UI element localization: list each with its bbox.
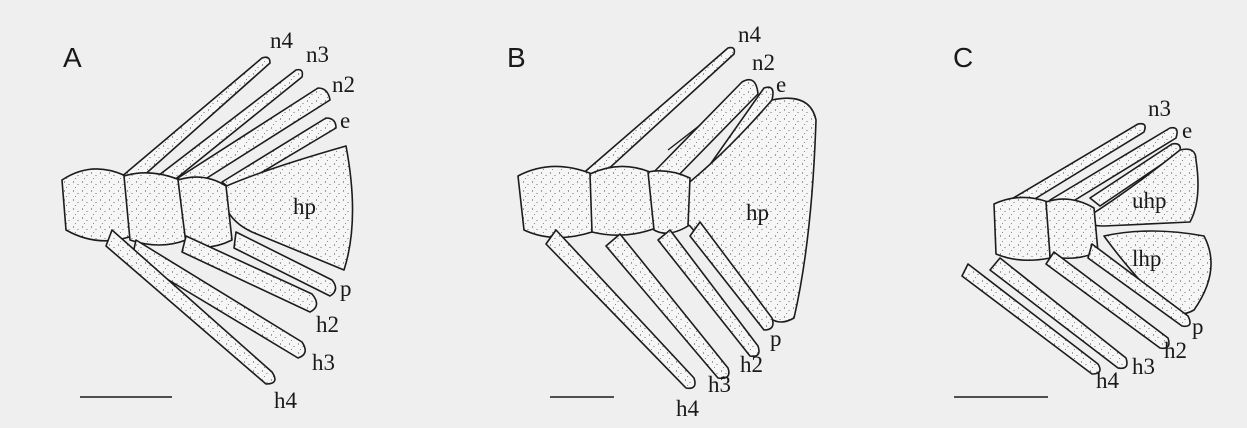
panel-a-label-h4: h4 [274,388,298,413]
panel-a-label-h3: h3 [312,350,335,375]
panel-b-label-hp: hp [746,200,769,225]
panel-c-label-h2: h2 [1164,338,1187,363]
panel-b-label-n2: n2 [752,50,775,75]
panel-c-label-lhp: lhp [1132,246,1161,271]
panel-b-label-n4: n4 [738,22,762,47]
panel-b-vertebra-1 [648,171,690,233]
panel-c-urostyle-block [994,197,1050,260]
panel-b-letter: B [507,42,526,73]
panel-a-urostyle-block [62,169,132,241]
panel-c-label-p: p [1192,314,1204,339]
panel-a: A n4 n3 n2 e hp p h2 h3 h4 [62,28,355,413]
panel-c: C n3 e uhp lhp p h2 h3 h4 [953,42,1211,397]
panel-b-label-h3: h3 [708,372,731,397]
panel-b-label-p: p [770,326,782,351]
panel-c-label-n3: n3 [1148,96,1171,121]
panel-b-label-e: e [776,72,786,97]
panel-c-label-e: e [1182,118,1192,143]
panel-c-label-h4: h4 [1096,368,1120,393]
panel-a-label-hp: hp [293,194,316,219]
panel-a-label-n2: n2 [332,72,355,97]
panel-a-vertebra-2 [124,173,186,245]
panel-a-label-e: e [340,108,350,133]
panel-c-label-h3: h3 [1132,354,1155,379]
panel-a-letter: A [63,42,82,73]
panel-c-label-uhp: uhp [1132,188,1167,213]
panel-b: B n4 n2 e hp p h2 h3 h4 [507,22,816,421]
panel-b-urostyle-block [518,166,592,237]
panel-a-label-n3: n3 [306,42,329,67]
panel-b-label-h2: h2 [740,352,763,377]
panel-a-label-n4: n4 [270,28,294,53]
panel-b-label-h4: h4 [676,396,700,421]
panel-a-label-h2: h2 [316,312,339,337]
panel-c-letter: C [953,42,973,73]
panel-a-label-p: p [340,276,352,301]
panel-b-vertebra-2 [590,166,656,235]
